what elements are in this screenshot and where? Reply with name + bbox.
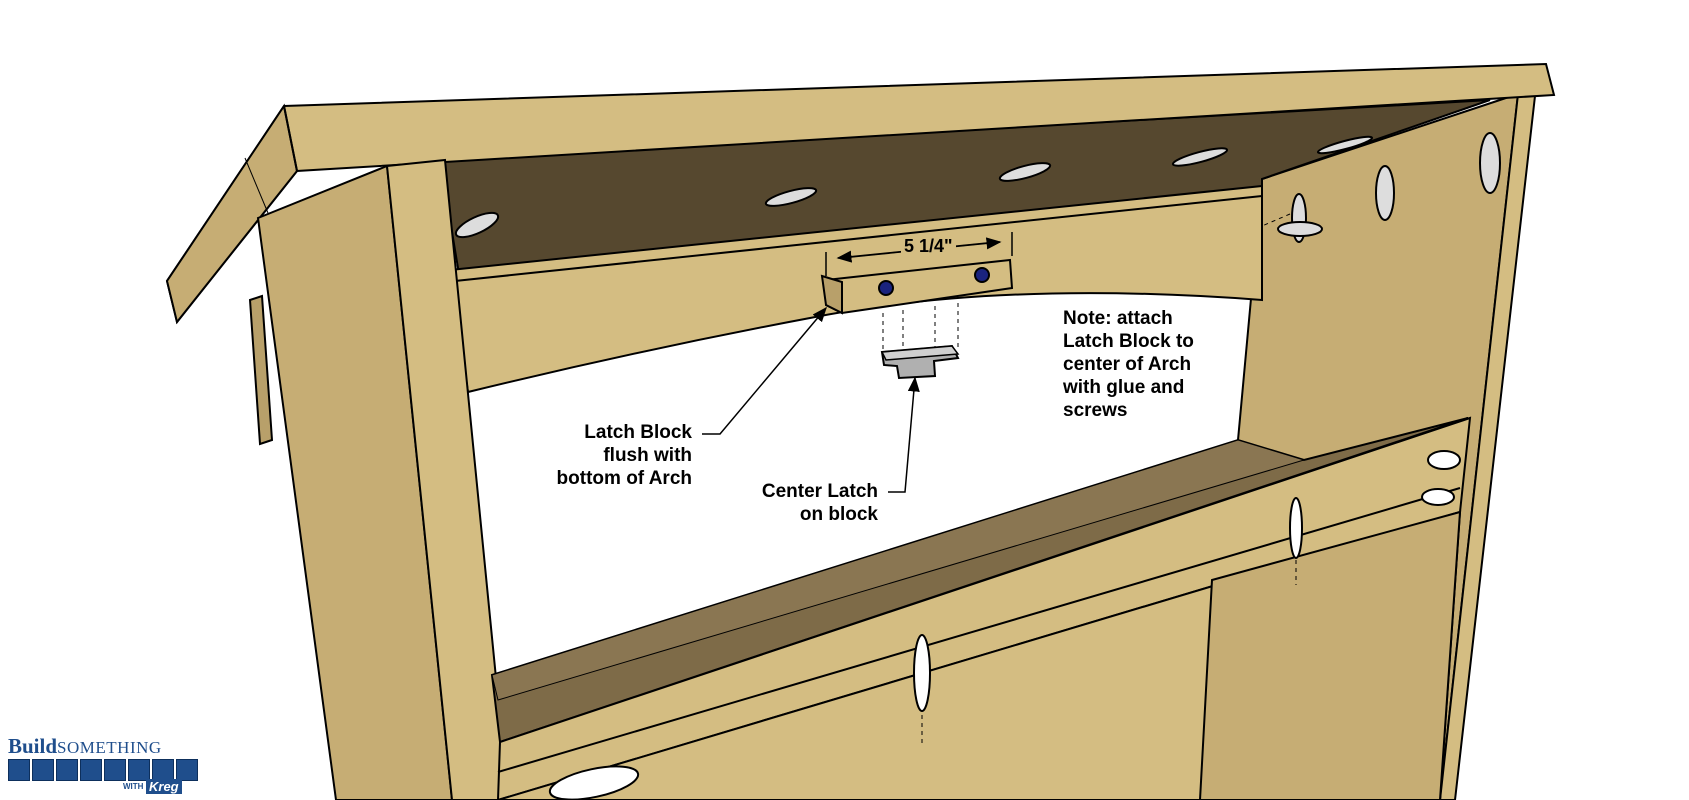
table-top-edge-line <box>244 157 269 214</box>
callout-line: Center Latch <box>761 481 878 502</box>
tool-icon <box>104 759 126 781</box>
latch-block-leader <box>702 306 827 435</box>
pocket-hole <box>764 187 818 207</box>
pocket-hole <box>1171 147 1229 167</box>
note-line: Note: attach <box>1063 308 1173 329</box>
pocket-hole <box>1375 165 1395 221</box>
pocket-hole <box>998 162 1052 182</box>
center-latch-leader <box>888 376 920 493</box>
logo-build: Build <box>8 734 58 758</box>
left-side-panel-edge <box>385 158 510 800</box>
tool-icon <box>8 759 30 781</box>
logo-something: SOMETHING <box>57 738 162 757</box>
latch-block-callout: Latch Block flush with bottom of Arch <box>548 421 692 490</box>
pocket-hole <box>1289 497 1303 559</box>
pocket-hole <box>1316 135 1374 155</box>
table-top-edge-line <box>283 105 298 172</box>
pocket-hole <box>1277 221 1323 237</box>
pocket-hole <box>548 765 640 800</box>
arch-top-edge <box>454 195 1263 282</box>
logo-wordmark: BuildSOMETHING <box>8 734 162 759</box>
tool-icon <box>80 759 102 781</box>
tool-icon <box>176 759 198 781</box>
tool-icon <box>152 759 174 781</box>
note-line: Latch Block to <box>1063 331 1194 352</box>
center-latch-callout: Center Latch on block <box>740 480 878 526</box>
callout-line: on block <box>799 504 878 525</box>
pocket-hole <box>454 211 500 239</box>
rail-lower-shadow <box>1198 510 1462 800</box>
left-side-panel-face <box>256 164 454 800</box>
pocket-hole <box>1421 488 1455 506</box>
pocket-hole <box>1479 132 1501 194</box>
callout-line: Latch Block <box>584 422 692 443</box>
dimension-label: 5 1/4" <box>901 236 956 256</box>
latch-block-end <box>820 274 843 315</box>
buildsomething-logo: BuildSOMETHING WITH Kreg <box>8 734 198 796</box>
note-line: center of Arch <box>1063 354 1192 375</box>
shelf-top-inner <box>491 439 1306 701</box>
callout-line: flush with <box>603 445 692 466</box>
note-callout: Note: attach Latch Block to center of Ar… <box>1063 307 1194 422</box>
tool-icon <box>128 759 150 781</box>
alignment-lines <box>882 213 1297 745</box>
screw-head <box>878 280 894 296</box>
note-line: screws <box>1063 400 1128 421</box>
note-line: with glue and <box>1063 377 1185 398</box>
logo-tool-icons <box>8 759 198 781</box>
callout-line: bottom of Arch <box>556 468 692 489</box>
pocket-hole <box>1427 450 1461 470</box>
screw-head <box>974 267 990 283</box>
pocket-hole <box>913 634 931 712</box>
logo-with: WITH <box>123 782 144 791</box>
left-back-leg <box>248 294 274 446</box>
tool-icon <box>32 759 54 781</box>
tool-icon <box>56 759 78 781</box>
logo-kreg: Kreg <box>146 779 182 794</box>
center-latch-plate <box>880 345 960 361</box>
